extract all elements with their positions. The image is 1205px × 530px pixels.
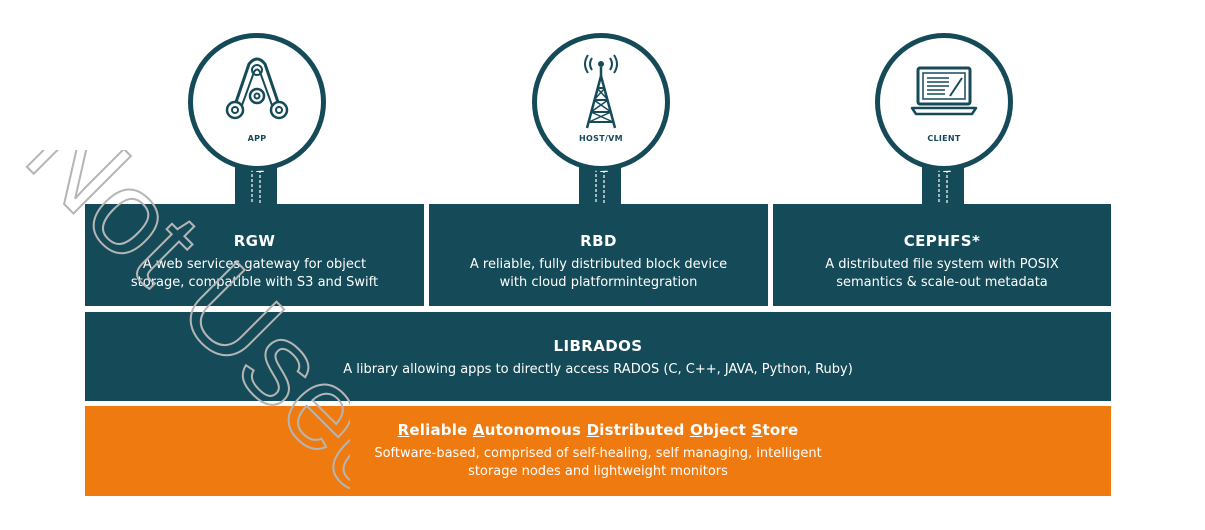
client-label-app: APP	[247, 134, 267, 143]
service-desc-line: with cloud platformintegration	[499, 275, 698, 290]
rados-initial: A	[472, 421, 485, 439]
client-label-client: CLIENT	[927, 134, 961, 143]
client-host-vm: HOST/VM	[530, 0, 670, 230]
service-desc-line: semantics & scale-out metadata	[836, 275, 1048, 290]
client-label-host: HOST/VM	[579, 134, 623, 143]
service-cephfs: CEPHFS* A distributed file system with P…	[773, 204, 1111, 306]
librados-description: A library allowing apps to directly acce…	[343, 362, 853, 377]
host-circle: HOST/VM	[532, 33, 670, 171]
service-desc-line: A reliable, fully distributed block devi…	[469, 257, 728, 272]
service-description: A reliable, fully distributed block devi…	[429, 256, 768, 292]
rados-word-rest: eliable	[409, 421, 473, 439]
service-description: A web services gateway for object storag…	[85, 256, 424, 292]
librados-layer: LIBRADOS A library allowing apps to dire…	[85, 312, 1111, 401]
rados-word-rest: bject	[702, 421, 752, 439]
client-app: APP	[186, 0, 326, 230]
rados-initial: O	[689, 421, 703, 439]
client-circle: CLIENT	[875, 33, 1013, 171]
laptop-icon	[910, 66, 978, 116]
rados-word-rest: tore	[762, 421, 799, 439]
rados-initial: S	[751, 421, 763, 439]
rados-word-rest: utonomous	[484, 421, 587, 439]
service-desc-line: A distributed file system with POSIX	[825, 257, 1059, 272]
rados-initial: D	[586, 421, 600, 439]
service-desc-line: A web services gateway for object	[142, 257, 367, 272]
app-pulley-icon	[225, 57, 289, 120]
antenna-tower-icon	[584, 54, 618, 129]
service-title: CEPHFS*	[903, 232, 981, 250]
service-rgw: RGW A web services gateway for object st…	[85, 204, 424, 306]
rados-word-rest: istributed	[599, 421, 690, 439]
service-rbd: RBD A reliable, fully distributed block …	[429, 204, 768, 306]
service-title: RGW	[233, 232, 276, 250]
librados-title: LIBRADOS	[553, 337, 643, 355]
rados-title: Reliable Autonomous Distributed Object S…	[85, 421, 1111, 439]
app-circle: APP	[188, 33, 326, 171]
rados-initial: R	[397, 421, 410, 439]
service-title: RBD	[580, 232, 617, 250]
service-desc-line: storage, compatible with S3 and Swift	[130, 275, 379, 290]
rados-layer: Reliable Autonomous Distributed Object S…	[85, 406, 1111, 496]
client-client: CLIENT	[873, 0, 1013, 230]
rados-description: Software-based, comprised of self-healin…	[374, 446, 822, 479]
service-description: A distributed file system with POSIX sem…	[773, 256, 1111, 292]
